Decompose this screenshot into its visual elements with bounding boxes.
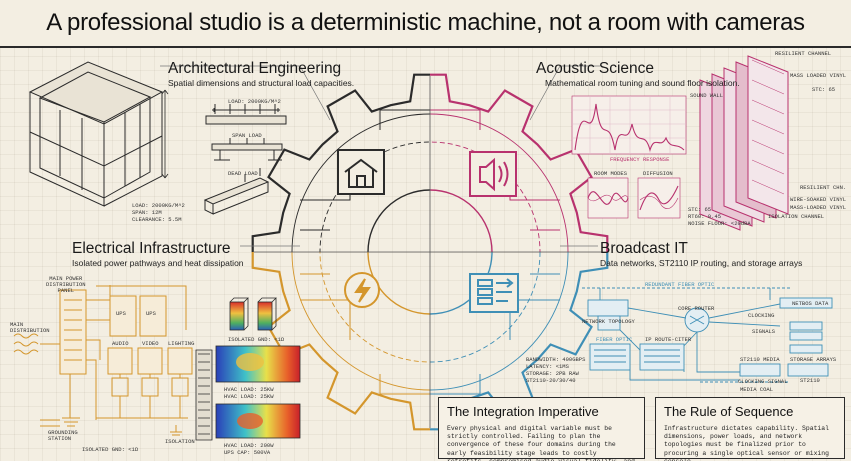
- integration-imperative-title: The Integration Imperative: [447, 404, 599, 419]
- layer-label-8: ISOLATION CHANNEL: [768, 213, 825, 220]
- fiber-top-label: REDUNDANT FIBER OPTIC: [645, 281, 715, 288]
- signals-label: SIGNALS: [752, 328, 776, 335]
- circuit-video: VIDEO: [142, 340, 159, 347]
- speaker-icon: [469, 151, 517, 197]
- ups-batteries: [229, 297, 277, 331]
- ups-a-label: UPS: [116, 310, 126, 317]
- diffusion-label: DIFFUSION: [643, 170, 673, 177]
- arch-span-label: SPAN LOAD: [232, 132, 262, 139]
- panel-label: MAIN POWER DISTRIBUTION PANEL: [46, 276, 86, 294]
- broadcast-title: Broadcast IT: [600, 240, 688, 257]
- wall-layer-section: [699, 55, 789, 231]
- fiber-optic-label: FIBER OPTIC: [596, 336, 633, 343]
- lightning-icon: [344, 272, 380, 308]
- thermal-1-line-1: HVAC LOAD: 25KW: [224, 386, 274, 393]
- grounding-label-1: GROUNDING: [48, 429, 78, 436]
- room-modes-label: ROOM MODES: [594, 170, 628, 177]
- network-topology-label: NETWORK TOPOLOGY: [582, 318, 635, 325]
- acoustic-title: Acoustic Science: [536, 60, 655, 77]
- frequency-response-chart: [571, 95, 687, 155]
- rule-of-sequence-body: Infrastructure dictates capability. Spat…: [664, 425, 829, 461]
- arch-subtitle: Spatial dimensions and structural load c…: [168, 78, 355, 88]
- panel-label-2: DISTRIBUTION: [46, 281, 86, 288]
- main-dist-label: MAIN DISTRIBUTION: [10, 322, 50, 334]
- broadcast-spec-4: ST2110-20/30/40: [526, 377, 576, 384]
- layer-label-3: STC: 65: [812, 86, 836, 93]
- layer-label-5: RESILIENT CHN.: [800, 184, 847, 191]
- load-beam-diagrams: [203, 104, 287, 215]
- layer-label-6: WIRE-SOAKED VINYL: [790, 196, 847, 203]
- media-coal-label: MEDIA COAL: [740, 386, 774, 393]
- layer-label-7: MASS-LOADED VINYL: [790, 204, 847, 211]
- arch-dead-label: DEAD LOAD: [228, 170, 258, 177]
- thermal-1-line-2: HVAC LOAD: 25KW: [224, 393, 274, 400]
- broadcast-subtitle: Data networks, ST2110 IP routing, and st…: [600, 258, 803, 268]
- grounding-label: GROUNDING STATION: [48, 430, 78, 442]
- core-router-label: CORE ROUTER: [678, 305, 715, 312]
- rule-of-sequence-title: The Rule of Sequence: [664, 404, 794, 419]
- server-icon: [469, 273, 519, 313]
- electrical-title: Electrical Infrastructure: [72, 240, 231, 257]
- netbos-label: NETBOS DATA: [792, 300, 829, 307]
- ip-router-label: IP ROUTE-CITER: [645, 336, 692, 343]
- main-dist-label-1: MAIN: [10, 321, 24, 328]
- title-leader-lines: [160, 65, 600, 247]
- thermal-2-line-2: UPS CAP: 500VA: [224, 449, 271, 456]
- panel-label-1: MAIN POWER: [49, 275, 83, 282]
- arch-spec-1: LOAD: 2000KG/M^2: [132, 202, 185, 209]
- integration-imperative-box: The Integration Imperative Every physica…: [438, 397, 645, 461]
- acoustic-subtitle: Mathematical room tuning and sound floor…: [545, 78, 740, 88]
- gear-quadrant-tr: [430, 73, 609, 252]
- isolated-gnd-bottom: ISOLATED GND: <1Ω: [82, 446, 139, 453]
- st2110-media-label: ST2110 MEDIA: [740, 356, 780, 363]
- acoustic-spec-2: RT60: 0.45: [688, 213, 722, 220]
- acoustic-spec-1: STC: 65: [688, 206, 712, 213]
- network-topology: [582, 287, 833, 383]
- broadcast-spec-3: STORAGE: 2PB RAW: [526, 370, 579, 377]
- gear-quadrant-tl: [251, 73, 430, 252]
- room-modes-chart: [587, 177, 629, 219]
- circuit-lighting: LIGHTING: [168, 340, 195, 347]
- electrical-schematic: [13, 285, 193, 436]
- freq-label: FREQUENCY RESPONSE: [610, 156, 670, 163]
- clocking-label: CLOCKING: [748, 312, 775, 319]
- title-bar: A professional studio is a deterministic…: [0, 0, 851, 48]
- electrical-subtitle: Isolated power pathways and heat dissipa…: [72, 258, 244, 268]
- isolated-gnd-top: ISOLATED GND: <1Ω: [228, 336, 285, 343]
- isolation-label: ISOLATION: [165, 438, 195, 445]
- cable-tray-conduit: [195, 349, 213, 441]
- storage-label: STORAGE ARRAYS: [790, 356, 837, 363]
- broadcast-spec-2: LATENCY: <1MS: [526, 363, 569, 370]
- main-dist-label-2: DISTRIBUTION: [10, 327, 50, 334]
- circuit-audio: AUDIO: [112, 340, 129, 347]
- arch-spec-3: CLEARANCE: 5.5M: [132, 216, 182, 223]
- st2110-label: ST2110: [800, 377, 820, 384]
- layer-label-1: RESILIENT CHANNEL: [775, 50, 832, 57]
- layer-label-2: MASS LOADED VINYL: [790, 72, 847, 79]
- broadcast-spec-1: BANDWIDTH: 400GBPS: [526, 356, 586, 363]
- grounding-label-2: STATION: [48, 435, 72, 442]
- thermal-2-line-1: HVAC LOAD: 200W: [224, 442, 274, 449]
- arch-title: Architectural Engineering: [168, 60, 342, 77]
- gear-crosshair: [254, 76, 606, 428]
- arch-spec-2: SPAN: 12M: [132, 209, 162, 216]
- rule-of-sequence-box: The Rule of Sequence Infrastructure dict…: [655, 397, 845, 461]
- house-icon: [337, 149, 385, 195]
- acoustic-spec-3: NOISE FLOOR: <20dBA: [688, 220, 751, 227]
- panel-label-3: PANEL: [57, 287, 75, 294]
- thermal-heatmaps: [215, 345, 301, 439]
- layer-label-4: SOUND WALL: [690, 92, 724, 99]
- main-title: A professional studio is a deterministic…: [46, 9, 805, 36]
- ups-b-label: UPS: [146, 310, 156, 317]
- diffusion-chart: [637, 177, 681, 219]
- integration-imperative-body: Every physical and digital variable must…: [447, 425, 635, 461]
- architecture-isometric-room: [28, 61, 169, 207]
- arch-load-label: LOAD: 2000KG/M^2: [228, 98, 281, 105]
- clocking-signal-label: CLOCKING SIGNAL: [738, 378, 788, 385]
